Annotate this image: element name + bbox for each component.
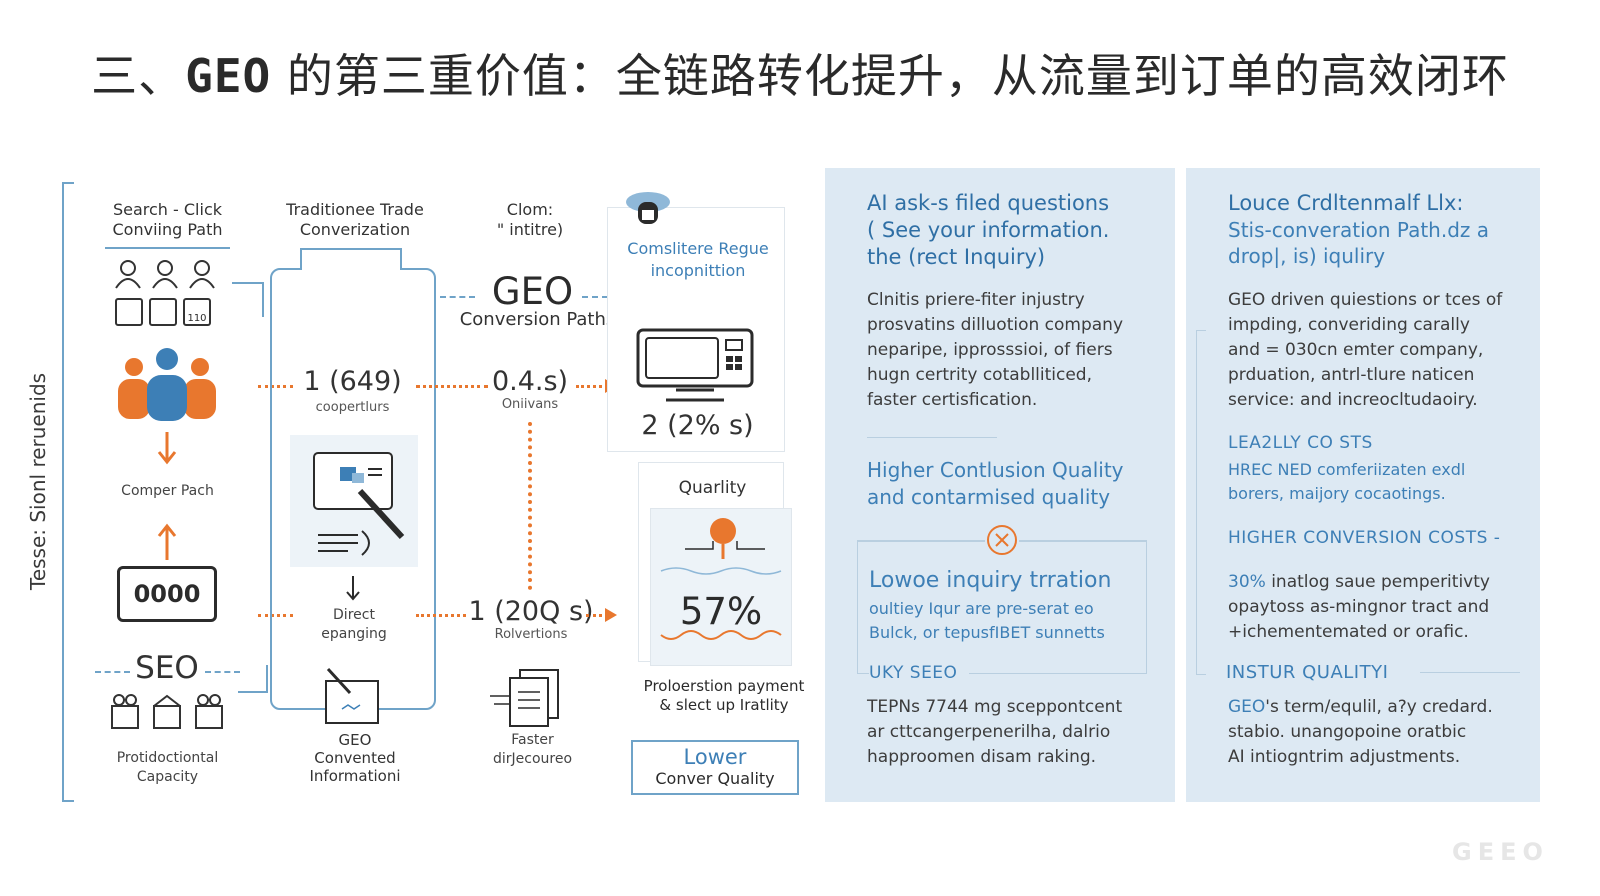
- panel1-box-title: Lowoe inquiry trration: [869, 568, 1112, 593]
- panel2-footer: GEO's term/equlil, a?y credard. stabio. …: [1228, 695, 1533, 770]
- title-geo: GEO: [185, 49, 272, 103]
- monitor-icon: [636, 328, 754, 402]
- col3-number-1: 0.4.s): [491, 366, 569, 397]
- col1-header-line: [105, 247, 230, 249]
- trade-container-cap: [300, 248, 402, 270]
- col4-caption: Proloerstion payment & slect up Iratlity: [643, 677, 805, 714]
- col3-number-1-sub: Oniivans: [501, 397, 559, 412]
- col2-direct-label: Direct epanging: [321, 607, 387, 642]
- panel-cost: [1186, 168, 1540, 802]
- col2-number-sub: coopertlurs: [315, 400, 390, 415]
- documents-icon: [490, 669, 559, 727]
- connector-bottom: [238, 665, 268, 693]
- panel2-footer-text: 's term/equlil, a?y credard. stabio. una…: [1228, 697, 1493, 767]
- col3-number-2-sub: Rolvertions: [494, 627, 568, 642]
- title-rest: 的第三重价值：全链路转化提升，从流量到订单的高效闭环: [271, 49, 1509, 103]
- monitor-hand-icon: [313, 452, 405, 556]
- panel2-title: Louce Crdltenmalf Llx:: [1228, 191, 1464, 215]
- lower-title: Lower: [683, 745, 747, 769]
- panel2-pct: 30%: [1228, 572, 1266, 592]
- flow-dash-2: [258, 614, 293, 617]
- panel2-subtitle: Stis-converation Path.dz a drop|, is) iq…: [1228, 218, 1490, 268]
- arrow-up-icon: [157, 523, 177, 560]
- document-edit-icon: [325, 667, 379, 724]
- title-prefix: 三、: [91, 49, 186, 103]
- panel1-box: [857, 540, 1147, 674]
- seo-left-dash: [95, 671, 130, 673]
- panel1-box-top-right: [1019, 540, 1147, 542]
- illustration-card: [290, 435, 418, 567]
- panel2-sub-1: HREC NED comferiizaten exdl borers, maij…: [1228, 460, 1466, 503]
- panel1-box-body: oultiey Iqur are pre-serat eo Bulck, or …: [869, 599, 1105, 642]
- panel2-divider: [1420, 672, 1520, 673]
- panel1-subtitle: Higher Contlusion Quality and contarmise…: [867, 458, 1124, 509]
- flow-dash-1: [258, 385, 293, 388]
- col2-number: 1 (649): [303, 366, 402, 397]
- geo-right-dash: [582, 296, 618, 298]
- connector-top: [232, 282, 264, 317]
- vertical-flow-dash: [528, 422, 532, 590]
- seo-right-dash: [205, 671, 240, 673]
- quality-graph-svg: [660, 518, 782, 640]
- geo-left-dash: [440, 296, 475, 298]
- col3-caption: Faster dirJecoureo: [492, 732, 573, 767]
- bell-icon: [626, 192, 670, 224]
- flow-dash-3: [416, 385, 488, 388]
- document-icon: [149, 298, 177, 326]
- panel2-bracket: [1196, 330, 1206, 675]
- panel2-heading-2: HIGHER CONVERSION COSTS -: [1228, 528, 1501, 548]
- col1-caption: Protidoctiontal Capacity: [116, 750, 219, 785]
- col1-comper-label: Comper Pach: [121, 483, 214, 499]
- document-icon: [115, 298, 143, 326]
- panel1-tag: UKY SEEO: [869, 660, 969, 686]
- calculator-icon: 110: [183, 298, 211, 326]
- panel2-footer-geo: GEO: [1228, 697, 1266, 717]
- people-outline-icon: [115, 260, 215, 289]
- col3-number-2: 1 (20Q s): [468, 596, 594, 627]
- recognition-number: 2 (2% s): [641, 410, 754, 441]
- vertical-label: Tesse: Sionl reruenids: [26, 372, 50, 590]
- col2-header: Traditionee Trade Converization: [286, 200, 424, 239]
- col3-header: Clom: " intitre): [496, 200, 564, 239]
- panel2-sub-2-text: inatlog saue pemperitivty opaytoss as-mi…: [1228, 572, 1490, 642]
- flow-dash-6: [586, 614, 608, 617]
- panel2-sub-2: 30% inatlog saue pemperitivty opaytoss a…: [1228, 570, 1533, 645]
- arrow-right-orange-icon: [605, 608, 617, 622]
- panel2-heading-1: LEA2LLY CO STS: [1228, 433, 1373, 453]
- panel2-heading-3: INSTUR QUALITYI: [1226, 662, 1389, 683]
- counter-machine-icon: 0000: [117, 566, 217, 622]
- flow-dash-4: [416, 614, 466, 617]
- quality-graph: [650, 508, 792, 666]
- counter-value: 0000: [133, 580, 201, 608]
- col1-header: Search - Click Conviing Path: [112, 200, 223, 239]
- panel-inquiry: [825, 168, 1175, 802]
- quality-value: 57%: [679, 590, 763, 633]
- panel1-title: AI ask-s filed questions ( See your info…: [867, 191, 1110, 269]
- people-group-icon: [118, 348, 216, 421]
- arrow-down-icon: [157, 432, 177, 465]
- close-circle-icon: [987, 525, 1017, 555]
- watermark: GEEO: [1452, 838, 1549, 866]
- doc-icons-row: 110: [115, 298, 211, 326]
- panel1-divider: [867, 437, 997, 438]
- seo-label: SEO: [135, 650, 199, 686]
- lower-sub: Conver Quality: [655, 769, 775, 788]
- page-title: 三、GEO 的第三重价值：全链路转化提升，从流量到订单的高效闭环: [0, 40, 1600, 106]
- panel2-body: GEO driven quiestions or tces of impding…: [1228, 290, 1503, 410]
- arrow-down-small-icon: [346, 576, 360, 601]
- lower-quality-box: Lower Conver Quality: [631, 740, 799, 795]
- recognition-title: Comslitere Regue incopnittion: [627, 239, 769, 280]
- col3-geo-sub: Conversion Paths: [459, 309, 616, 330]
- col3-geo-label: GEO: [491, 270, 574, 313]
- panel1-box-top-left: [857, 540, 985, 542]
- panel1-body: Clnitis priere-fiter injustry prosvatins…: [867, 290, 1124, 410]
- quality-label: Quarlity: [678, 478, 747, 498]
- col2-caption: GEO Convented Informationi: [309, 731, 401, 785]
- flow-dash-5: [576, 385, 608, 388]
- factory-icons: [111, 694, 223, 729]
- panel1-footer: TEPNs 7744 mg sceppontcent ar cttcangerp…: [867, 697, 1123, 767]
- left-bracket: [62, 182, 74, 802]
